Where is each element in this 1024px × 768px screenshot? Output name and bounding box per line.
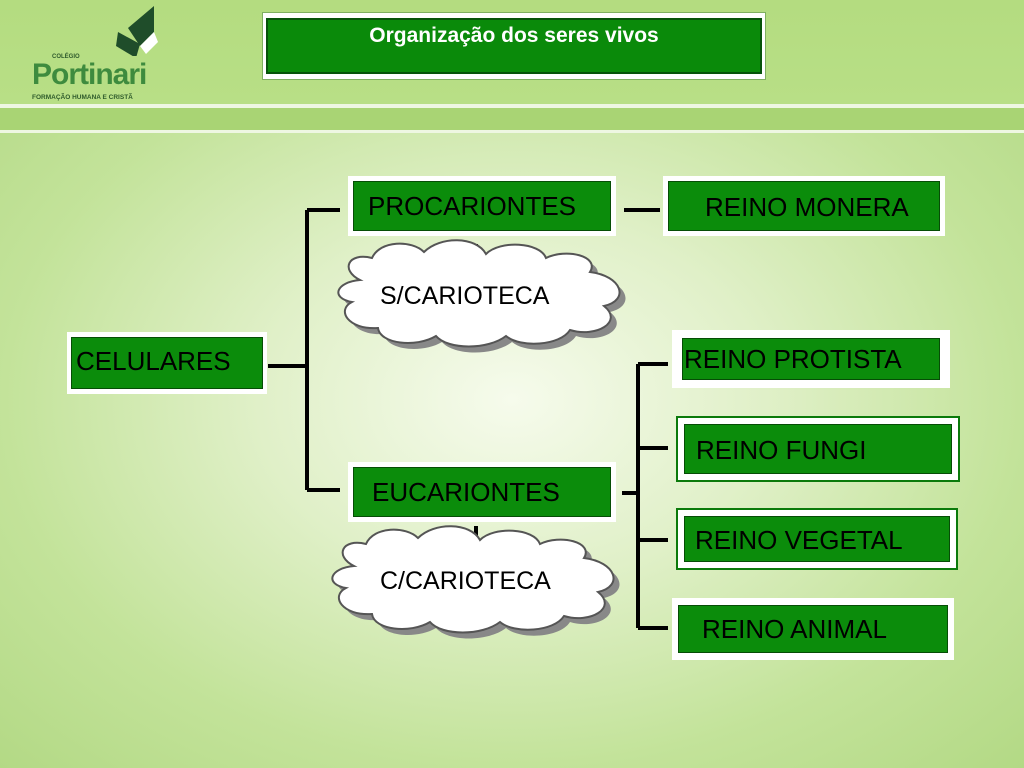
node-reino-vegetal	[676, 508, 958, 570]
node-reino-protista	[672, 330, 950, 388]
node-procariontes	[348, 176, 616, 236]
title-box	[266, 18, 762, 74]
page-title: Organização dos seres vivos	[369, 24, 659, 47]
cloud-c-carioteca-shape	[331, 525, 620, 639]
node-reino-fungi-label: REINO FUNGI	[696, 435, 867, 465]
node-reino-fungi	[676, 416, 960, 482]
node-reino-protista-label: REINO PROTISTA	[684, 344, 902, 374]
node-reino-monera	[663, 176, 945, 236]
node-reino-animal-label: REINO ANIMAL	[702, 614, 887, 644]
sub-band	[0, 108, 1024, 134]
sub-divider	[0, 130, 1024, 133]
node-celulares	[67, 332, 267, 394]
logo-tagline-text: FORMAÇÃO HUMANA E CRISTÃ	[32, 94, 133, 101]
node-celulares-label: CELULARES	[76, 346, 231, 376]
node-reino-vegetal-label: REINO VEGETAL	[695, 525, 903, 555]
node-procariontes-label: PROCARIONTES	[368, 191, 577, 221]
logo-colegio-text: COLÉGIO	[52, 54, 80, 60]
school-logo: COLÉGIO Portinari FORMAÇÃO HUMANA E CRIS…	[28, 6, 168, 102]
cloud-s-carioteca-shape	[337, 239, 626, 353]
cloud-c-carioteca-label: C/CARIOTECA	[380, 567, 551, 595]
header-divider	[0, 104, 1024, 108]
node-eucariontes	[348, 462, 616, 522]
cloud-s-carioteca-label: S/CARIOTECA	[380, 282, 550, 310]
leaf-logo-icon	[116, 6, 158, 56]
logo-name-text: Portinari	[32, 58, 147, 91]
node-reino-monera-label: REINO MONERA	[705, 192, 909, 222]
node-eucariontes-label: EUCARIONTES	[372, 477, 560, 507]
node-reino-animal	[672, 598, 954, 660]
